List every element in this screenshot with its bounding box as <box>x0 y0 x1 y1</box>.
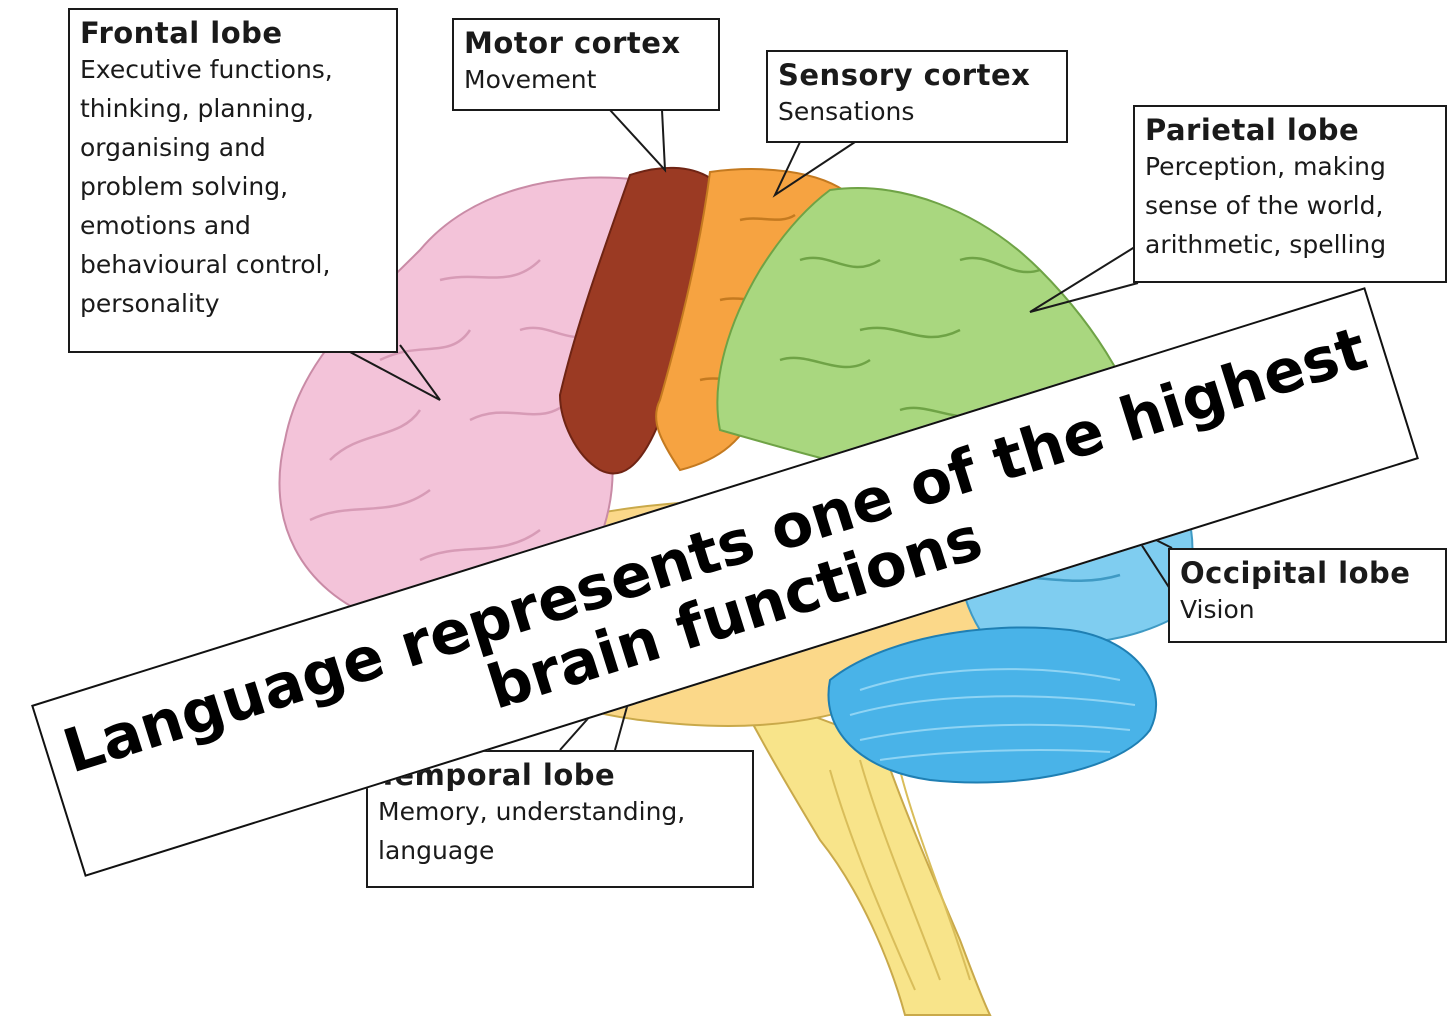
frontal-lobe-title: Frontal lobe <box>80 16 386 50</box>
occipital-lobe-desc: Vision <box>1180 590 1435 629</box>
sensory-cortex-title: Sensory cortex <box>778 58 1056 92</box>
motor-cortex-label: Motor cortex Movement <box>452 18 720 111</box>
frontal-lobe-desc-line: emotions and <box>80 206 386 245</box>
motor-cortex-title: Motor cortex <box>464 26 708 60</box>
frontal-lobe-desc-line: Executive functions, <box>80 50 386 89</box>
frontal-lobe-desc-line: organising and <box>80 128 386 167</box>
occipital-lobe-label: Occipital lobe Vision <box>1168 548 1447 643</box>
frontal-lobe-desc-line: personality <box>80 284 386 323</box>
temporal-lobe-label: Temporal lobe Memory, understanding, lan… <box>366 750 754 888</box>
temporal-lobe-desc-line: language <box>378 831 742 870</box>
frontal-lobe-desc-line: problem solving, <box>80 167 386 206</box>
frontal-lobe-desc-line: behavioural control, <box>80 245 386 284</box>
sensory-cortex-label: Sensory cortex Sensations <box>766 50 1068 143</box>
parietal-lobe-desc-line: sense of the world, <box>1145 186 1435 225</box>
sensory-cortex-desc: Sensations <box>778 92 1056 131</box>
parietal-lobe-label: Parietal lobe Perception, making sense o… <box>1133 105 1447 283</box>
parietal-lobe-desc-line: arithmetic, spelling <box>1145 225 1435 264</box>
temporal-lobe-desc-line: Memory, understanding, <box>378 792 742 831</box>
frontal-lobe-desc-line: thinking, planning, <box>80 89 386 128</box>
parietal-lobe-desc-line: Perception, making <box>1145 147 1435 186</box>
motor-cortex-desc: Movement <box>464 60 708 99</box>
occipital-lobe-title: Occipital lobe <box>1180 556 1435 590</box>
frontal-lobe-label: Frontal lobe Executive functions, thinki… <box>68 8 398 353</box>
parietal-lobe-title: Parietal lobe <box>1145 113 1435 147</box>
